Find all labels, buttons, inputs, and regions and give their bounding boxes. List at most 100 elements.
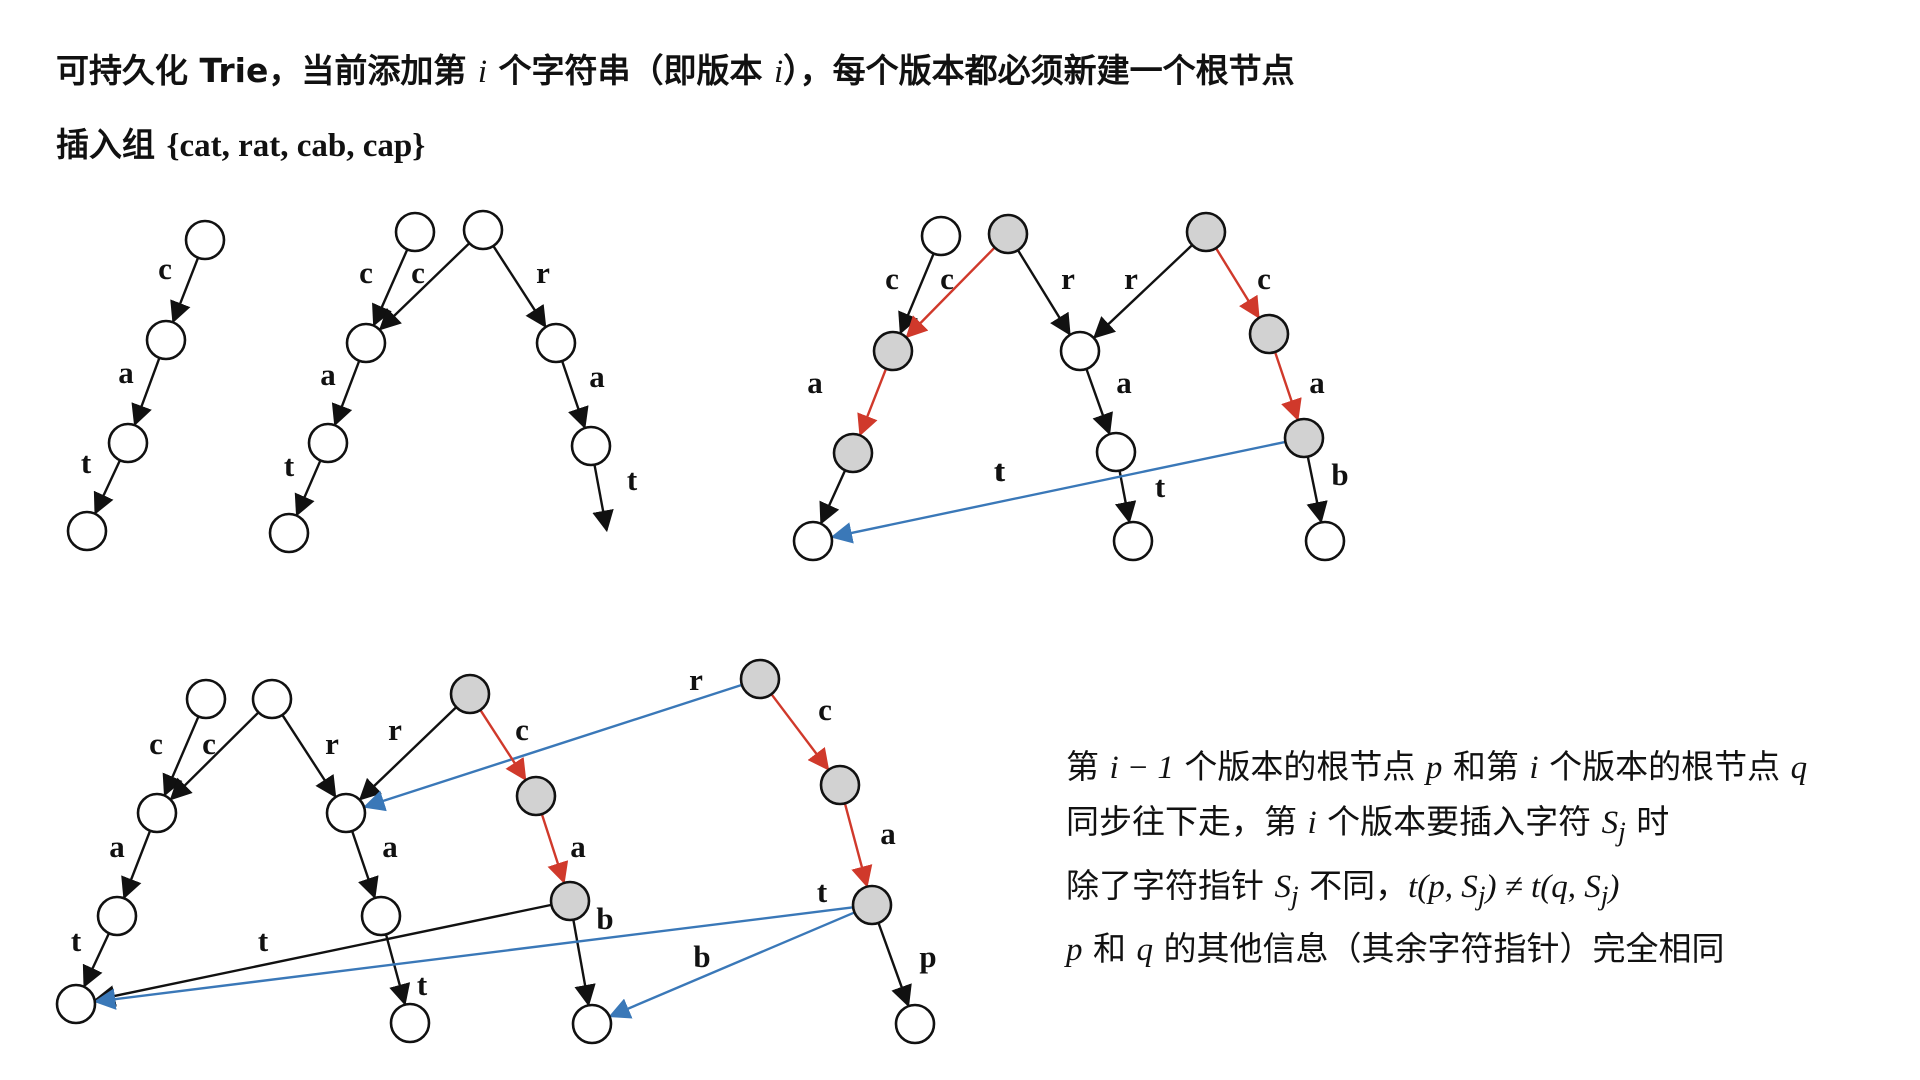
trie-node [394, 211, 436, 253]
trie-edge-a-normal [131, 357, 161, 427]
insert-set-caption: 插入组 {cat, rat, cab, cap} [56, 125, 426, 164]
edge-label-t: t [995, 453, 1006, 488]
trie-edge-t-normal [819, 469, 847, 525]
trie-node [136, 792, 178, 834]
edge-label-c: c [885, 261, 899, 296]
trie-edge-c-new [905, 246, 996, 339]
trie-node-new [987, 213, 1029, 255]
trie-edge-t-normal [592, 464, 614, 533]
edge-label-t: t [817, 874, 828, 909]
trie-edge-p-normal [877, 922, 912, 1008]
trie-node [66, 510, 108, 552]
trie-node [145, 319, 187, 361]
page-title: 可持久化 Trie，当前添加第 i 个字符串（即版本 i），每个版本都必须新建一… [56, 51, 1295, 90]
trie-edge-r-link [362, 683, 743, 812]
trie-edge-b-normal [572, 919, 596, 1007]
trie-node-new [1185, 211, 1227, 253]
edge-label-t: t [627, 462, 638, 497]
trie-edge-a-new [857, 368, 888, 437]
trie-node [389, 1002, 431, 1044]
trie-node [571, 1003, 613, 1045]
trie-edge-t-normal [82, 932, 111, 988]
trie-node [268, 512, 310, 554]
trie-edge-t-normal [93, 459, 122, 515]
trie-edge-a-normal [560, 360, 589, 430]
trie-edge-a-new [540, 813, 569, 885]
trie-node [462, 209, 504, 251]
edge-label-c: c [818, 692, 832, 727]
trie-edge-a-normal [1085, 368, 1113, 436]
edge-label-r: r [388, 712, 402, 747]
trie-edge-c-normal [162, 715, 200, 797]
trie-edge-c-normal [169, 711, 260, 801]
edge-label-t: t [994, 453, 1005, 488]
trie-edge-r-normal [358, 706, 458, 801]
trie-edge-t-normal [1114, 470, 1137, 524]
trie-edge-c-new [770, 693, 830, 771]
edge-label-c: c [940, 261, 954, 296]
trie-edge-a-normal [350, 830, 379, 900]
trie-edge-c-new [479, 709, 527, 782]
edge-label-t: t [417, 967, 428, 1002]
edge-label-c: c [411, 255, 425, 290]
edge-label-c: c [158, 251, 172, 286]
note-line-2: 同步往下走，第 i 个版本要插入字符 Sj 时 [1066, 802, 1670, 847]
trie-edge-b-normal [1306, 456, 1328, 524]
trie-node [184, 219, 226, 261]
trie-node-new [851, 884, 893, 926]
trie-edge-a-new [843, 803, 873, 888]
trie-edge-c-normal [372, 248, 409, 327]
trie-node [1095, 431, 1137, 473]
trie-node-new [549, 880, 591, 922]
trie-node-new [1248, 313, 1290, 355]
edge-label-r: r [689, 662, 703, 697]
trie-edge-t-normal [294, 459, 322, 517]
trie-node-new [832, 432, 874, 474]
trie-node [535, 322, 577, 364]
edge-label-c: c [202, 726, 216, 761]
edge-label-t: t [284, 448, 295, 483]
trie-node [360, 895, 402, 937]
edge-label-a: a [382, 829, 398, 864]
trie-edge-r-normal [1092, 244, 1194, 339]
trie-node [345, 322, 387, 364]
trie-edge-r-normal [1016, 249, 1071, 336]
trie-node [1112, 520, 1154, 562]
trie-node [96, 895, 138, 937]
trie-edge-a-normal [331, 360, 361, 427]
trie-edge-c-normal [378, 242, 471, 331]
trie-edge-c-new [1214, 247, 1260, 319]
note-line-3: 除了字符指针 Sj 不同，t(p, Sj) ≠ t(q, Sj) [1066, 865, 1620, 911]
trie-node [325, 792, 367, 834]
trie-node-new [872, 330, 914, 372]
edge-label-t: t [1155, 469, 1166, 504]
trie-node [920, 215, 962, 257]
note-line-1: 第 i − 1 个版本的根节点 p 和第 i 个版本的根节点 q [1066, 747, 1808, 786]
edge-label-r: r [325, 726, 339, 761]
trie-node [185, 678, 227, 720]
edge-label-b: b [596, 901, 613, 936]
trie-node [55, 983, 97, 1025]
edge-label-a: a [320, 357, 336, 392]
trie-edge-b-link [608, 911, 855, 1019]
trie-node [107, 422, 149, 464]
explanation-notes: 第 i − 1 个版本的根节点 p 和第 i 个版本的根节点 q 同步往下走，第… [1066, 740, 1807, 977]
trie-edge-r-normal [281, 714, 337, 799]
insert-set: {cat, rat, cab, cap} [166, 128, 426, 164]
trie-node-new [515, 775, 557, 817]
edge-label-a: a [807, 365, 823, 400]
trie-node [251, 678, 293, 720]
edge-label-c: c [149, 726, 163, 761]
edge-label-t: t [258, 923, 269, 958]
edge-label-t: t [71, 923, 82, 958]
trie-node [792, 520, 834, 562]
trie-node [894, 1003, 936, 1045]
edge-label-b: b [693, 939, 710, 974]
trie-edge-t-normal [384, 934, 411, 1006]
edge-label-a: a [1116, 365, 1132, 400]
note-line-4: p 和 q 的其他信息（其余字符指针）完全相同 [1066, 929, 1725, 969]
edge-label-a: a [109, 829, 125, 864]
edge-label-a: a [880, 816, 896, 851]
trie-node-new [819, 764, 861, 806]
